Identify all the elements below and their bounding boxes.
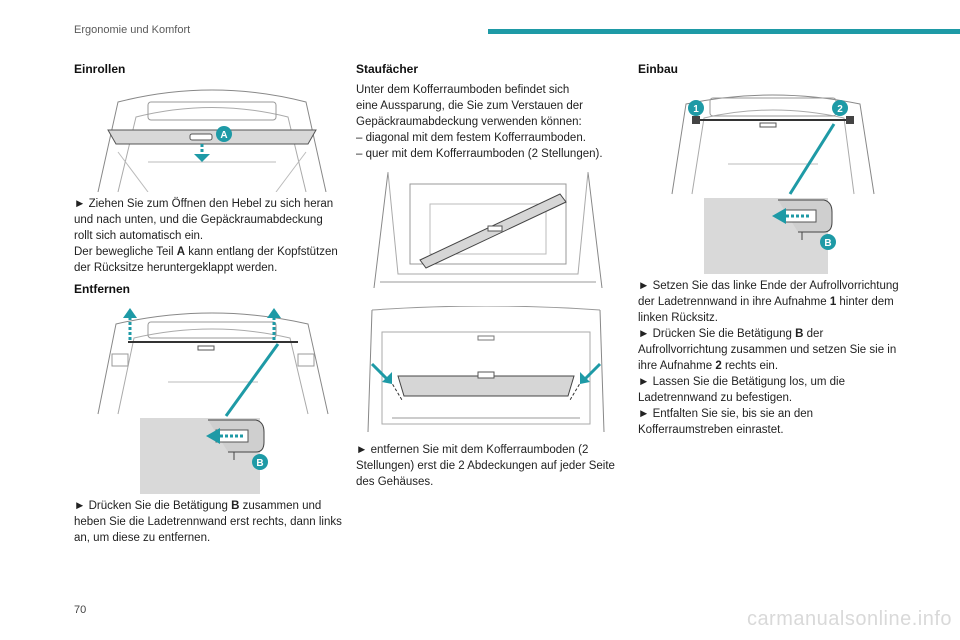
fig1-callout-a: A	[220, 130, 227, 141]
text: rechts ein.	[721, 360, 779, 372]
intro-l1: Unter dem Kofferraumboden befindet sich	[356, 84, 570, 96]
para-remove-l3: an, um diese zu entfernen.	[74, 532, 211, 544]
install-l6: ihre Aufnahme 2 rechts ein.	[638, 358, 913, 374]
text: ► Drücken Sie die Betätigung	[638, 328, 796, 340]
install-l4: ► Drücken Sie die Betätigung B der	[638, 326, 913, 342]
bold-ref-b: B	[795, 328, 804, 340]
intro-l5: – quer mit dem Kofferraumboden (2 Stellu…	[356, 148, 603, 160]
heading-staufaecher: Staufächer	[356, 62, 419, 76]
figure-remove-partition: B	[97, 308, 329, 494]
para-storage-l1: ► entfernen Sie mit dem Kofferraumboden …	[356, 444, 589, 456]
install-l2: der Ladetrennwand in ihre Aufnahme 1 hin…	[638, 294, 913, 310]
bold-ref-a: A	[176, 246, 186, 258]
heading-einbau: Einbau	[638, 62, 679, 76]
install-l8: Ladetrennwand zu befestigen.	[638, 392, 793, 404]
figure-storage-transverse	[367, 306, 605, 432]
para-remove-l2: heben Sie die Ladetrennwand erst rechts,…	[74, 516, 342, 528]
install-l3: linken Rücksitz.	[638, 312, 718, 324]
bold-ref-b: B	[231, 500, 240, 512]
text: ► Drücken Sie die Betätigung	[74, 500, 232, 512]
fig3-callout-b: B	[824, 238, 831, 249]
intro-l4: – diagonal mit dem festem Kofferraumbode…	[356, 132, 586, 144]
text: hinter dem	[836, 296, 894, 308]
para-roll-l3: rollt sich automatisch ein.	[74, 230, 204, 242]
page-number: 70	[74, 604, 87, 616]
text: ihre Aufnahme	[638, 360, 716, 372]
text: kann entlang der Kopfstützen	[185, 246, 338, 258]
install-l1: ► Setzen Sie das linke Ende der Aufrollv…	[638, 280, 899, 292]
para-roll-l5: der Rücksitze heruntergeklappt werden.	[74, 262, 278, 274]
intro-l3: Gepäckraumabdeckung verwenden können:	[356, 116, 582, 128]
figure-storage-diagonal	[373, 171, 603, 288]
fig3-callout-2: 2	[837, 104, 843, 115]
bold-ref-1: 1	[829, 296, 837, 308]
figure-install-partition: 1 2 B	[671, 94, 875, 274]
para-remove-l1: ► Drücken Sie die Betätigung B zusammen …	[74, 498, 349, 514]
para-roll-l2: und nach unten, und die Gepäckraumabdeck…	[74, 214, 323, 226]
watermark[interactable]: carmanualsonline.info	[746, 608, 952, 630]
install-l5: Aufrollvorrichtung zusammen und setzen S…	[638, 344, 897, 356]
heading-einrollen: Einrollen	[74, 62, 126, 76]
para-roll-l1: ► Ziehen Sie zum Öffnen den Hebel zu sic…	[74, 198, 334, 210]
text: der	[803, 328, 824, 340]
header-accent-bar	[488, 29, 960, 34]
text: zusammen und	[239, 500, 322, 512]
install-l7: ► Lassen Sie die Betätigung los, um die	[638, 376, 846, 388]
para-storage-l2: Stellungen) erst die 2 Abdeckungen auf j…	[356, 460, 615, 472]
text: der Ladetrennwand in ihre Aufnahme	[638, 296, 830, 308]
install-l9: ► Entfalten Sie sie, bis sie an den	[638, 408, 814, 420]
heading-entfernen: Entfernen	[74, 282, 131, 296]
intro-l2: eine Aussparung, die Sie zum Verstauen d…	[356, 100, 583, 112]
para-roll-l4: Der bewegliche Teil A kann entlang der K…	[74, 244, 349, 260]
header-section-title: Ergonomie und Komfort	[74, 24, 191, 36]
bold-ref-2: 2	[715, 360, 722, 372]
figure-roll-cover: A	[88, 82, 336, 192]
fig2-callout-b: B	[256, 458, 263, 469]
install-l10: Kofferraumstreben einrastet.	[638, 424, 784, 436]
fig3-callout-1: 1	[693, 104, 699, 115]
para-storage-l3: des Gehäuses.	[356, 476, 434, 488]
text: Der bewegliche Teil	[74, 246, 177, 258]
